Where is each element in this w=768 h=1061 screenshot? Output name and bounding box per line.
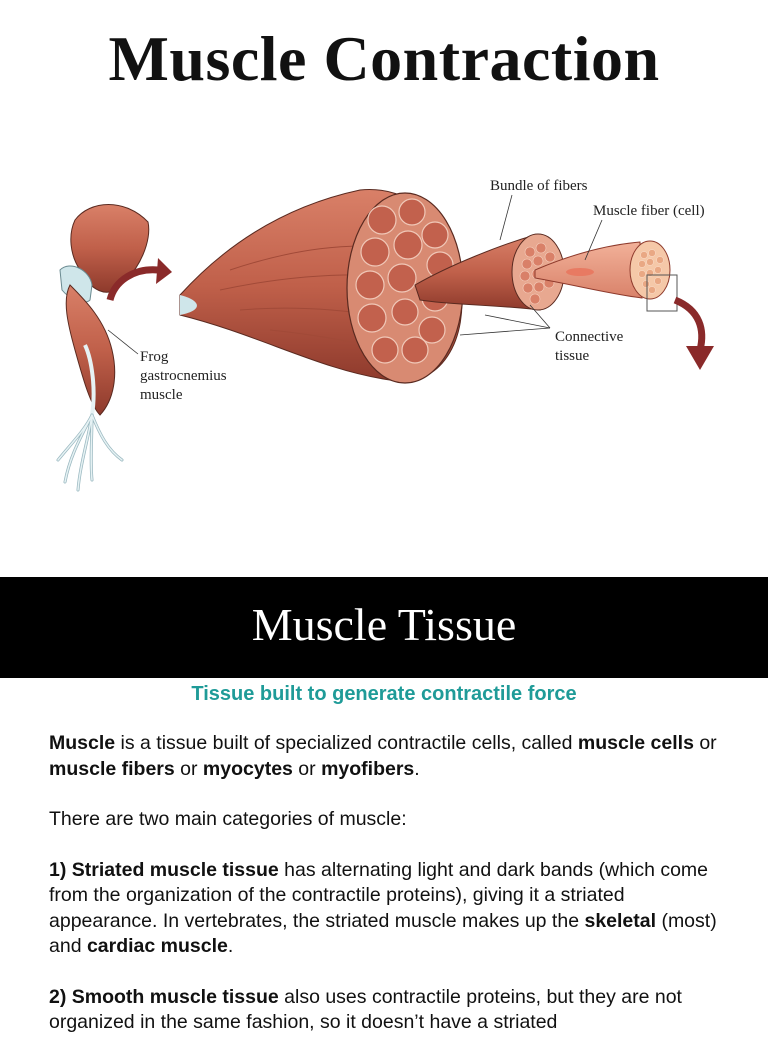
label-frog-line3: muscle bbox=[140, 387, 183, 403]
slide-title: Muscle Tissue bbox=[251, 599, 517, 650]
text: or bbox=[174, 757, 203, 780]
paragraph-categories: There are two main categories of muscle: bbox=[49, 808, 407, 830]
arrow-down-icon bbox=[673, 296, 714, 370]
text: has alternating light and dark bands (wh… bbox=[49, 858, 709, 932]
paragraph-definition: Muscle is a tissue built of specialized … bbox=[49, 731, 729, 782]
text: (most) and bbox=[49, 909, 717, 958]
term-muscle: Muscle bbox=[49, 732, 116, 754]
slide-body: Muscle is a tissue built of specialized … bbox=[49, 731, 729, 1061]
label-connective-line2: tissue bbox=[555, 348, 590, 364]
term-skeletal: skeletal bbox=[584, 909, 657, 932]
leader-lines bbox=[459, 194, 603, 336]
text: or bbox=[292, 757, 322, 780]
muscle-fiber-illustration bbox=[534, 240, 678, 312]
term-muscle-cells: muscle cells bbox=[577, 732, 694, 754]
label-frog-line2: gastrocnemius bbox=[140, 368, 227, 384]
slide-subtitle: Tissue built to generate contractile for… bbox=[191, 683, 577, 705]
muscle-structure-diagram: Bundle of fibers Muscle fiber (cell) Fro… bbox=[56, 178, 714, 492]
text: . bbox=[227, 935, 234, 957]
label-muscle-fiber: Muscle fiber (cell) bbox=[593, 203, 705, 219]
term-muscle-fibers: muscle fibers bbox=[49, 757, 175, 780]
paragraph-smooth: 2) Smooth muscle tissue also uses contra… bbox=[49, 985, 729, 1036]
term-smooth-muscle: 2) Smooth muscle tissue bbox=[49, 985, 279, 1008]
paragraph-striated: 1) Striated muscle tissue has alternatin… bbox=[49, 858, 729, 960]
frog-leg-illustration bbox=[56, 204, 150, 492]
term-cardiac-muscle: cardiac muscle bbox=[86, 935, 228, 957]
label-connective-line1: Connective bbox=[555, 329, 624, 345]
label-frog-line1: Frog bbox=[140, 349, 169, 365]
arrow-icon bbox=[106, 258, 172, 302]
term-myocytes: myocytes bbox=[202, 757, 293, 780]
slide-muscle-contraction: Muscle Contraction bbox=[56, 23, 714, 492]
label-bundle-of-fibers: Bundle of fibers bbox=[490, 178, 588, 194]
slide-header-bar bbox=[0, 577, 768, 678]
text: is a tissue built of specialized contrac… bbox=[115, 732, 578, 754]
term-striated-muscle: 1) Striated muscle tissue bbox=[49, 858, 279, 881]
text: . bbox=[414, 757, 420, 780]
text: or bbox=[693, 732, 717, 754]
slide-title: Muscle Contraction bbox=[108, 23, 660, 94]
term-myofibers: myofibers bbox=[321, 757, 415, 780]
